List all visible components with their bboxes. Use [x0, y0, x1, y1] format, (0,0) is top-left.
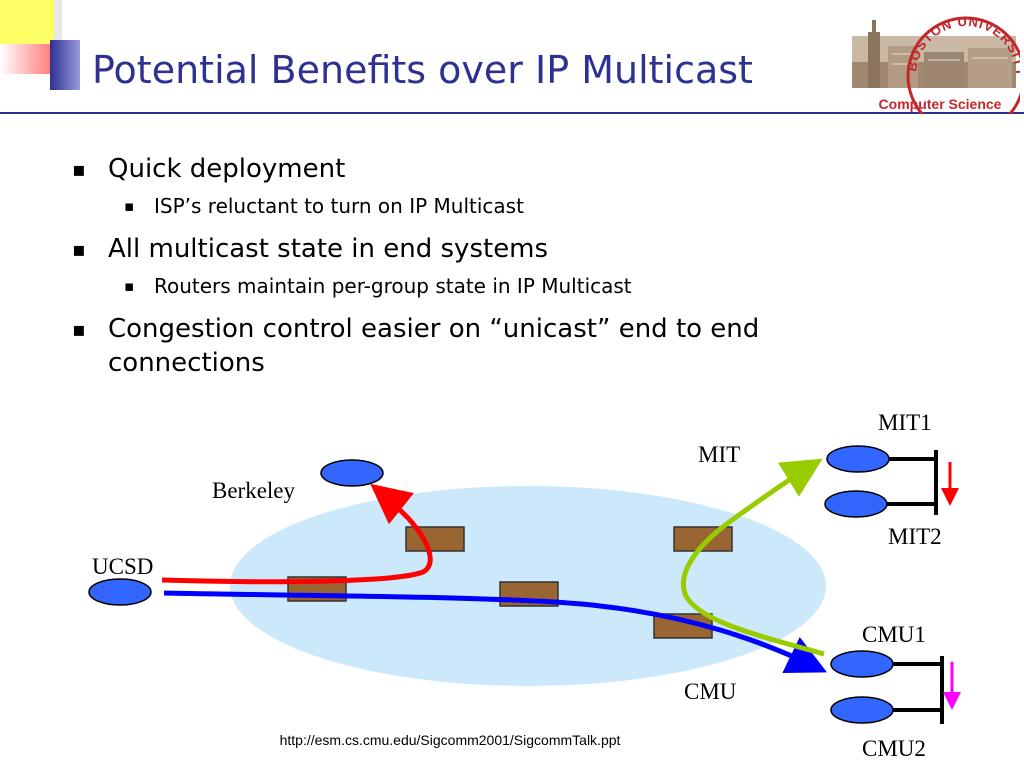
path-ucsd-cmu [163, 590, 828, 673]
bullet-multicast-state: All multicast state in end systems [72, 232, 872, 266]
title-accent-bar [50, 40, 80, 90]
label-cmu: CMU [684, 679, 737, 704]
slide-title: Potential Benefits over IP Multicast [92, 48, 753, 92]
label-cmu1: CMU1 [862, 622, 926, 647]
label-mit2: MIT2 [888, 524, 942, 549]
overlay-multicast-diagram: Berkeley UCSD MIT MIT1 MIT2 CMU CMU1 CMU… [88, 410, 961, 761]
label-berkeley: Berkeley [212, 478, 296, 503]
cmu-lan [893, 656, 944, 724]
host-mit2 [824, 490, 888, 518]
department-label: Computer Science [878, 96, 1002, 112]
host-cmu2 [830, 696, 894, 724]
label-mit1: MIT1 [878, 410, 932, 435]
title-divider [0, 112, 1024, 114]
host-mit1 [826, 445, 890, 473]
sub-bullet-routers-state: Routers maintain per-group state in IP M… [72, 272, 872, 300]
boston-university-logo: BOSTON UNIVERSITY [852, 14, 1020, 114]
mit-lan [887, 450, 938, 515]
path-ucsd-berkeley [161, 483, 433, 585]
sub-bullet-isp-reluctant: ISP’s reluctant to turn on IP Multicast [72, 192, 872, 220]
label-mit: MIT [698, 442, 740, 467]
bullet-quick-deployment: Quick deployment [72, 152, 872, 186]
label-cmu2: CMU2 [862, 736, 926, 761]
host-ucsd [88, 578, 152, 606]
router-top-left [405, 526, 465, 552]
label-ucsd: UCSD [92, 554, 153, 579]
bullet-congestion-control: Congestion control easier on “unicast” e… [72, 312, 872, 380]
host-berkeley [320, 459, 384, 487]
path-cmu-mit [680, 458, 825, 657]
source-url: http://esm.cs.cmu.edu/Sigcomm2001/Sigcom… [279, 732, 621, 748]
host-cmu1 [830, 650, 894, 678]
bullet-list: Quick deployment ISP’s reluctant to turn… [72, 152, 872, 386]
